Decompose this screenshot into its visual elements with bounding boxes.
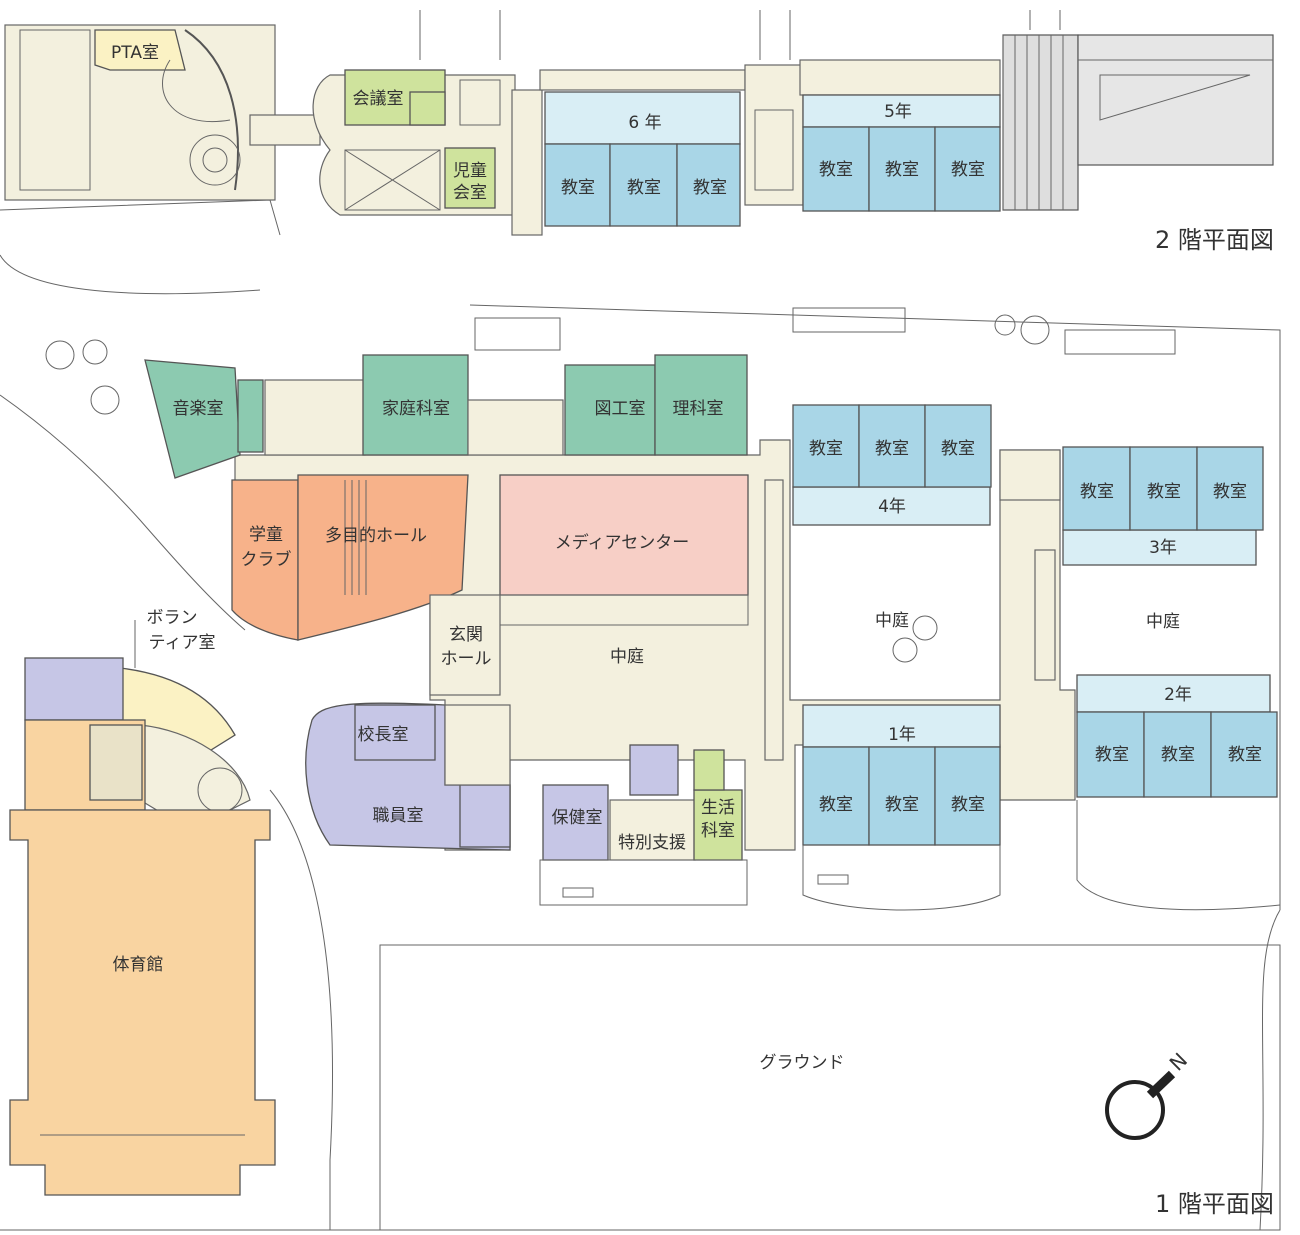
f1-classroom-3-3-label: 教室 (1213, 482, 1247, 502)
f1-classroom-3-1 (1062, 446, 1131, 531)
f1-classroom-2-3 (1210, 711, 1278, 798)
f1-volunteer-label-2: ティア室 (149, 633, 216, 653)
f1-entrance-hall (429, 594, 501, 696)
f1-classroom-1-1-label: 教室 (819, 795, 853, 815)
f1-gym-annex (24, 657, 124, 721)
f1-entrance-label-2: ホール (441, 649, 492, 669)
f1-science-label: 理科室 (673, 399, 724, 419)
f2-children-label-2: 会室 (453, 183, 487, 203)
f2-grade5-hall (802, 94, 1001, 128)
f1-classroom-3-1-label: 教室 (1080, 482, 1114, 502)
f1-volunteer-label-1: ボラン (147, 608, 198, 628)
f2-classroom-6-3-label: 教室 (693, 178, 727, 198)
f2-classroom-5-1 (802, 126, 870, 212)
f2-grade5-label: 5年 (884, 102, 912, 122)
f1-grade2-label: 2年 (1164, 685, 1192, 705)
f1-special-support (609, 799, 696, 861)
f1-classroom-3-2 (1129, 446, 1198, 531)
f1-classroom-4-1-label: 教室 (809, 439, 843, 459)
f1-principal-room (354, 704, 436, 761)
f1-home-ec-room (362, 354, 469, 456)
f1-ground-label: グラウンド (760, 1053, 845, 1073)
f2-grade6-label: 6 年 (628, 113, 661, 133)
f2-roof (1002, 34, 1079, 211)
f1-classroom-4-2 (858, 404, 926, 488)
f1-life-label-2: 科室 (701, 821, 735, 841)
f1-home-ec-label: 家庭科室 (382, 399, 450, 419)
f2-grade6-classrooms: 教室 教室 教室 (544, 143, 741, 227)
f2-grade5-classrooms: 教室 教室 教室 (802, 126, 1001, 212)
f1-courtyard-1: 中庭 (610, 647, 644, 667)
f2-classroom-5-1-label: 教室 (819, 160, 853, 180)
f1-classroom-4-1 (792, 404, 860, 488)
f1-classroom-1-1 (802, 746, 870, 846)
f1-classroom-2-2-label: 教室 (1161, 745, 1195, 765)
f2-children-room (444, 147, 496, 209)
f1-support-label: 特別支援 (618, 833, 686, 853)
f1-grade4-label: 4年 (878, 497, 906, 517)
f1-classroom-4-2-label: 教室 (875, 439, 909, 459)
f1-entrance-label-1: 玄関 (449, 625, 483, 645)
f1-staff-label: 職員室 (373, 806, 424, 826)
f2-classroom-6-1-label: 教室 (561, 178, 595, 198)
f2-classroom-5-2-label: 教室 (885, 160, 919, 180)
f1-gym (9, 809, 276, 1196)
f2-classroom-5-3 (934, 126, 1001, 212)
f1-grade2-hall (1076, 674, 1271, 713)
f1-club-label-1: 学童 (249, 525, 283, 545)
f1-gym-label: 体育館 (113, 955, 164, 975)
f1-classroom-2-1-label: 教室 (1095, 745, 1129, 765)
f1-club-label-2: クラブ (241, 549, 292, 570)
f1-science-room (654, 354, 748, 456)
f1-grade3-label: 3年 (1149, 538, 1177, 558)
f1-classroom-1-3-label: 教室 (951, 795, 985, 815)
f1-grade3-hall (1062, 529, 1257, 566)
f1-classroom-4-3 (924, 404, 992, 488)
f1-health-room (542, 784, 609, 861)
f2-classroom-5-2 (868, 126, 936, 212)
f1-health-label: 保健室 (552, 808, 603, 828)
north-arrow-icon: N (1105, 1048, 1192, 1140)
f2-children-label-1: 児童 (453, 161, 487, 181)
floor1-plan: 音楽室 家庭科室 図工室 理科室 学童 クラブ 多目的ホール メディアセンター … (0, 304, 1281, 1231)
f1-classroom-3-3 (1196, 446, 1264, 531)
f1-multipurpose-hall (297, 474, 469, 641)
floor2-title: 2 階平面図 (1155, 226, 1274, 254)
f1-classroom-1-2-label: 教室 (885, 795, 919, 815)
f2-classroom-6-2 (609, 143, 678, 227)
f1-art-room (564, 364, 656, 456)
floor1-title: 1 階平面図 (1155, 1190, 1274, 1218)
f2-grade6-hall (544, 91, 741, 145)
f1-media-center (499, 474, 749, 596)
f1-principal-label: 校長室 (358, 725, 409, 745)
f1-media-label: メディアセンター (555, 532, 689, 553)
f1-courtyard-3: 中庭 (1146, 612, 1180, 632)
f1-classroom-3-2-label: 教室 (1147, 482, 1181, 502)
f1-classroom-4-3-label: 教室 (941, 439, 975, 459)
f2-meeting-label: 会議室 (353, 89, 404, 109)
f2-pta-room (94, 29, 186, 71)
f2-classroom-6-3 (676, 143, 741, 227)
f1-hall-label: 多目的ホール (325, 526, 427, 546)
f2-classroom-6-2-label: 教室 (627, 178, 661, 198)
f1-classroom-1-3 (934, 746, 1001, 846)
f1-grade4-hall (792, 486, 991, 526)
f1-music-room (144, 359, 241, 479)
f2-classroom-5-3-label: 教室 (951, 160, 985, 180)
f1-music-label: 音楽室 (173, 399, 224, 419)
f1-classroom-2-3-label: 教室 (1228, 745, 1262, 765)
f1-grade1-hall (802, 704, 1001, 748)
floor2-plan: PTA室 会議室 児童 会室 6 年 教室 教室 教室 (0, 10, 1274, 295)
f1-classroom-2-2 (1143, 711, 1212, 798)
f1-grade1-label: 1年 (888, 725, 916, 745)
f1-life-label-1: 生活 (701, 798, 735, 818)
f1-art-label: 図工室 (595, 399, 646, 419)
f1-courtyard-2: 中庭 (875, 611, 909, 631)
f2-classroom-6-1 (544, 143, 611, 227)
f2-pta-label: PTA室 (111, 43, 159, 63)
